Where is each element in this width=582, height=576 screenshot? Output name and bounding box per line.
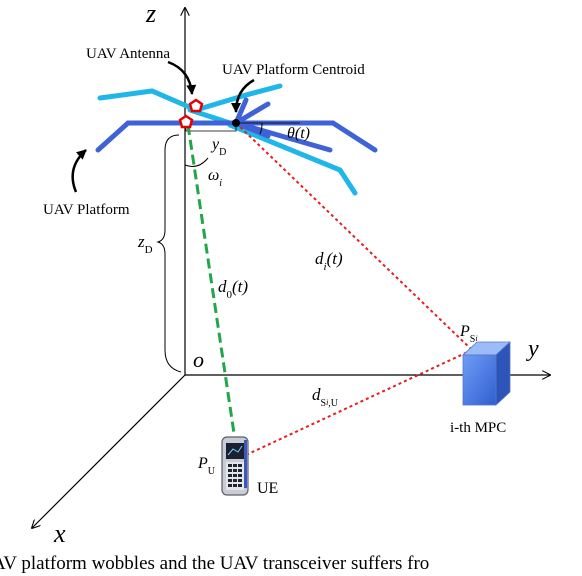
figure-caption: AV platform wobbles and the UAV transcei… [0, 553, 430, 574]
theta-arc [259, 122, 263, 135]
z-axis-label: z [145, 0, 156, 28]
uav-to-mpc-ray [235, 122, 473, 351]
mpc-to-ue-ray [245, 349, 473, 456]
centroid-callout-arrow [231, 78, 255, 113]
antenna-marker-upper [188, 98, 204, 113]
p-u-label: PU [197, 455, 216, 477]
theta-label: θ(t) [287, 125, 310, 142]
ue-label: UE [257, 480, 278, 497]
uav-platform-light-arms [97, 83, 358, 196]
origin-label: o [193, 347, 204, 372]
uav-platform-centroid-label: UAV Platform Centroid [222, 62, 365, 78]
omega-arc [184, 157, 209, 167]
uav-platform-label: UAV Platform [43, 202, 130, 218]
d-0-label: d0(t) [218, 277, 248, 301]
y-axis-label: y [526, 336, 539, 362]
z-d-label: zD [137, 232, 153, 256]
mpc-label: i-th MPC [450, 420, 506, 436]
antenna-callout-arrow [167, 60, 197, 95]
platform-callout-arrow [71, 149, 87, 193]
platform-centroid-dot [232, 119, 240, 127]
d-si-u-label: dSi,U [312, 385, 339, 409]
ue-phone-icon [221, 436, 249, 496]
x-axis [32, 374, 186, 528]
x-axis-label: x [53, 519, 66, 548]
los-ray [186, 124, 237, 441]
antenna-marker-lower [178, 114, 194, 129]
uav-antenna-label: UAV Antenna [86, 46, 170, 62]
mpc-cube [461, 341, 512, 406]
p-si-label: PSi [459, 323, 478, 345]
d-i-label: di(t) [315, 249, 343, 273]
omega-label: ωi [208, 167, 222, 189]
y-d-label: yD [210, 136, 226, 158]
z-d-brace [156, 134, 182, 373]
